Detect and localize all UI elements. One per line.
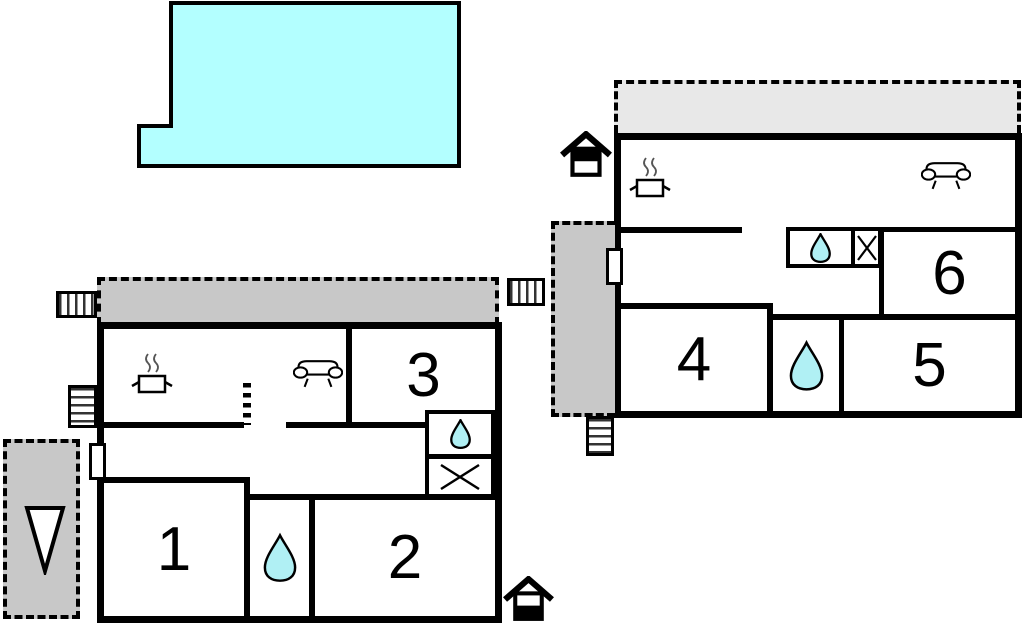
room-1: 1 xyxy=(104,477,250,616)
stairs-icon xyxy=(56,291,97,318)
wall xyxy=(769,314,1015,320)
right-bathroom xyxy=(773,320,839,411)
left-bathroom xyxy=(250,494,315,616)
wall xyxy=(621,227,742,233)
sofa-icon xyxy=(293,360,343,388)
room-5: 5 xyxy=(844,320,1015,411)
right-patio xyxy=(551,221,615,417)
wall xyxy=(839,314,844,411)
room-5-label: 5 xyxy=(912,330,947,400)
room-6-label: 6 xyxy=(932,238,967,308)
wall xyxy=(104,422,244,428)
entrance-door xyxy=(89,443,106,480)
pool-shape xyxy=(137,1,461,168)
room-2: 2 xyxy=(315,494,495,616)
room-1-label: 1 xyxy=(156,514,192,584)
crossed-box-icon xyxy=(856,234,877,261)
wall xyxy=(286,422,431,428)
entrance-door xyxy=(606,248,623,285)
stove-pot-icon xyxy=(629,157,671,198)
stove-pot-icon xyxy=(131,353,173,394)
stairs-icon xyxy=(586,416,614,456)
left-shower-box xyxy=(425,455,495,498)
left-patio xyxy=(3,439,80,619)
left-bath-box xyxy=(425,410,495,458)
swimming-pool-icon xyxy=(137,1,461,168)
left-terrace xyxy=(97,277,499,325)
down-arrow-icon xyxy=(24,506,66,575)
water-drop-icon xyxy=(449,419,471,449)
room-3: 3 xyxy=(352,329,495,423)
sofa-icon xyxy=(921,162,971,190)
crossed-box-icon xyxy=(440,463,480,490)
right-terrace xyxy=(614,80,1021,133)
stairs-icon xyxy=(68,385,97,428)
interior-opening xyxy=(243,383,251,425)
room-4-label: 4 xyxy=(676,325,712,394)
water-drop-icon xyxy=(263,532,296,582)
water-drop-icon xyxy=(789,339,823,391)
room-6: 6 xyxy=(879,227,1015,315)
right-shower-box xyxy=(851,227,882,268)
house-entrance-icon xyxy=(503,576,554,621)
water-drop-icon xyxy=(810,232,831,263)
house-entrance-icon xyxy=(560,131,612,177)
room-4: 4 xyxy=(621,303,773,411)
right-bath-box xyxy=(786,227,855,268)
stairs-icon xyxy=(507,278,545,306)
room-3-label: 3 xyxy=(406,341,441,410)
room-2-label: 2 xyxy=(387,523,423,592)
wall xyxy=(346,329,352,428)
